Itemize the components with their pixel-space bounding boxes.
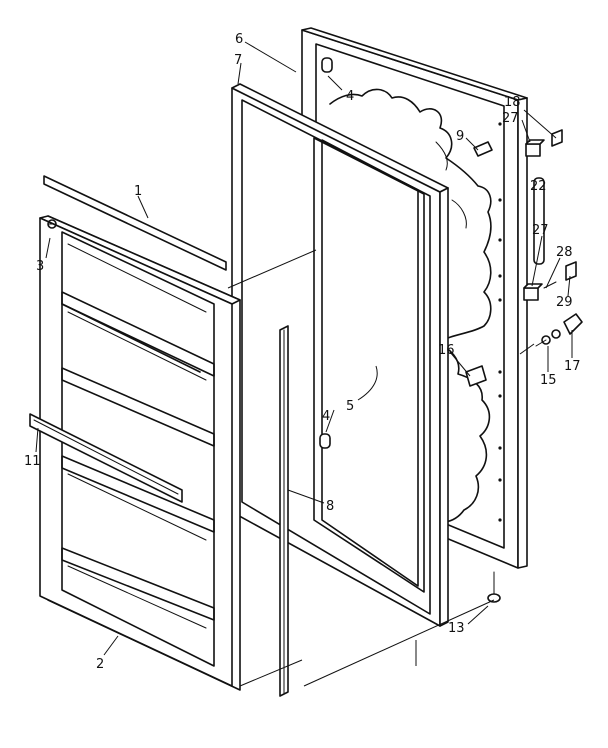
callout-4-top: 4	[346, 89, 354, 104]
callout-4-bottom: 4	[322, 409, 330, 424]
callout-17: 17	[564, 359, 581, 374]
door-trim-rail	[43, 175, 227, 271]
callout-28: 28	[556, 245, 573, 260]
callout-16: 16	[438, 343, 455, 358]
screw-icon	[47, 219, 57, 229]
callout-11: 11	[24, 454, 41, 469]
callout-27-top: 27	[502, 111, 519, 126]
callout-8: 8	[326, 499, 334, 514]
door-stop-plug	[319, 57, 333, 449]
callout-labels: 1 2 3 4 4 5 6 7 8 9 11 13 15 16 17 18 22…	[24, 32, 581, 672]
shelf-bar	[29, 413, 183, 503]
door-cam	[465, 365, 487, 387]
callout-13: 13	[448, 621, 465, 636]
callout-9: 9	[456, 129, 464, 144]
callout-22: 22	[530, 179, 547, 194]
assembly-guide-lines	[227, 249, 495, 687]
callout-27-bottom: 27	[532, 223, 549, 238]
callout-15: 15	[540, 373, 557, 388]
callout-3: 3	[36, 259, 44, 274]
inner-door-liner	[39, 215, 241, 691]
door-closer-assembly	[523, 129, 577, 301]
callout-7: 7	[234, 53, 242, 68]
hinge-bracket	[473, 141, 493, 157]
callout-2: 2	[96, 657, 104, 672]
callout-5: 5	[346, 399, 354, 414]
callout-6: 6	[235, 32, 243, 47]
callout-leaders	[35, 41, 573, 656]
gasket-splice-strip	[279, 325, 289, 697]
leveling-foot	[487, 571, 501, 603]
callout-29: 29	[556, 295, 573, 310]
callout-18: 18	[504, 95, 521, 110]
hinge-pin-assembly	[535, 313, 583, 347]
callout-1: 1	[134, 184, 142, 199]
